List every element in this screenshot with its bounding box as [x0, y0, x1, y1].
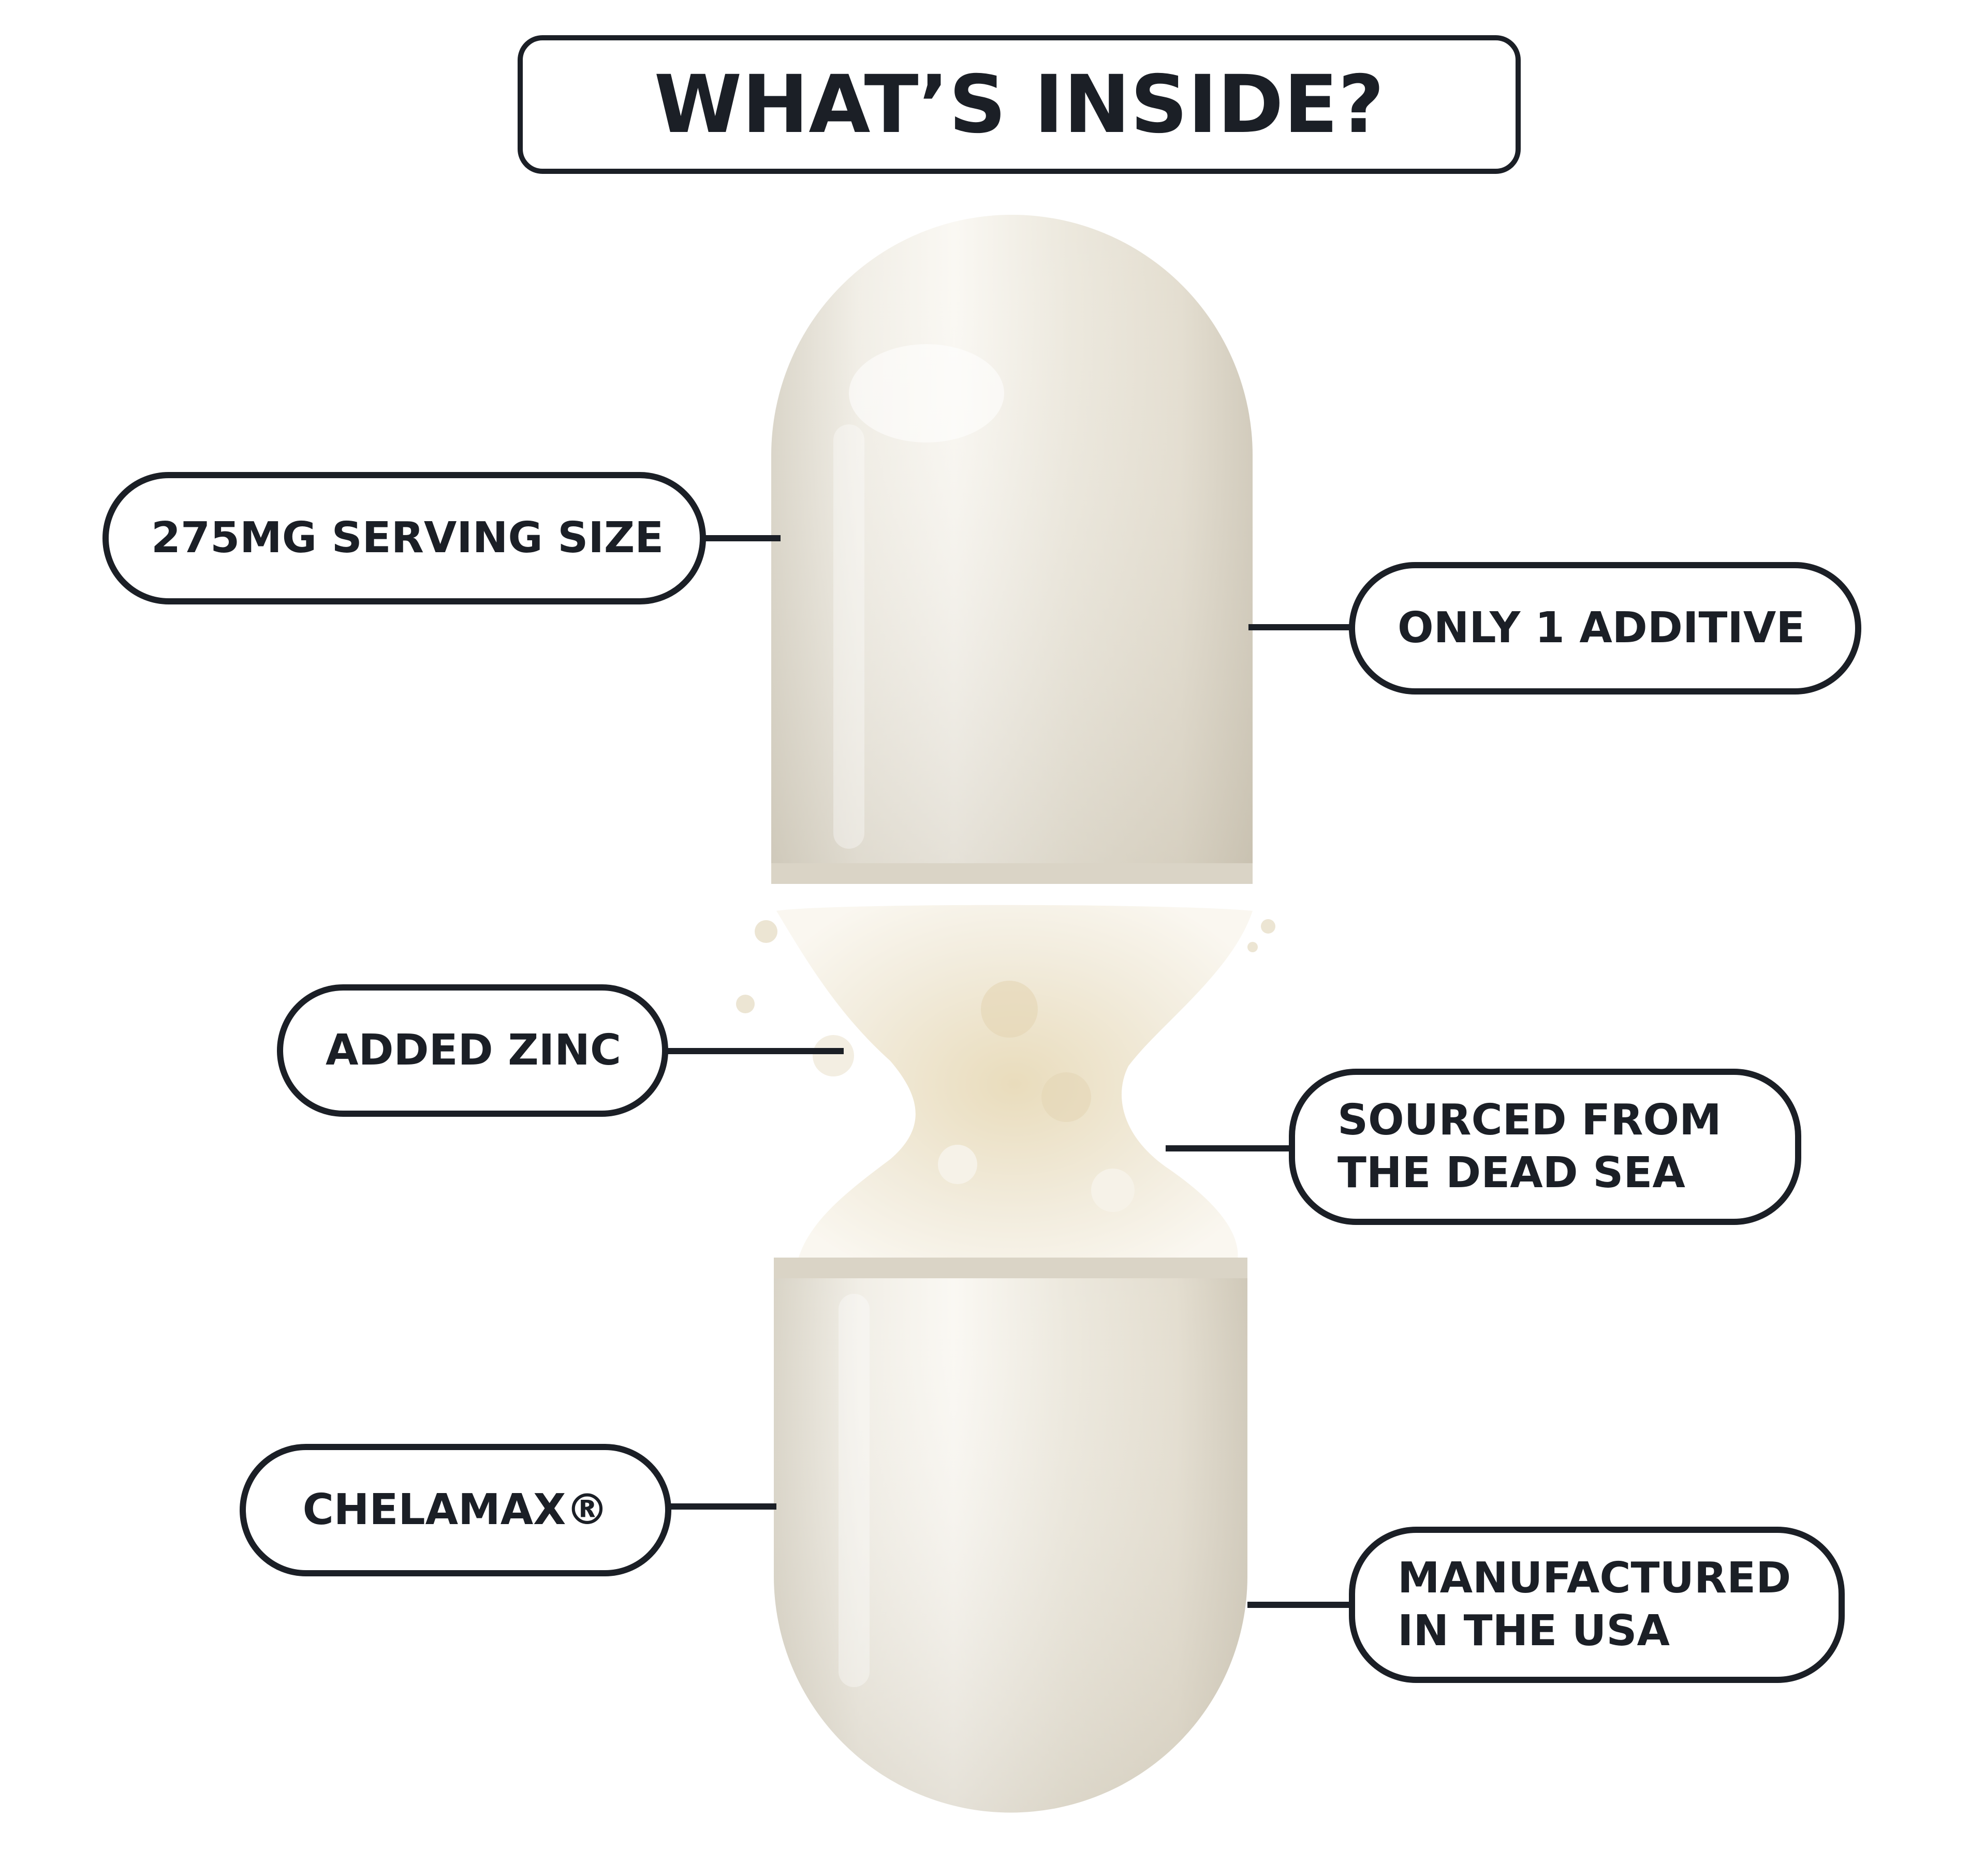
capsule-bottom-half — [774, 1258, 1247, 1813]
connector-manufactured — [1247, 1602, 1356, 1608]
powder-filling — [736, 905, 1275, 1263]
connector-serving-size — [703, 535, 781, 541]
callout-manufactured-label: MANUFACTURED IN THE USA — [1398, 1553, 1791, 1656]
callout-source: SOURCED FROM THE DEAD SEA — [1289, 1069, 1801, 1225]
callout-additive: ONLY 1 ADDITIVE — [1349, 562, 1861, 695]
capsule-top-half — [771, 215, 1253, 884]
callout-chelamax-label: CHELAMAX® — [302, 1485, 609, 1534]
connector-zinc — [665, 1048, 844, 1054]
callout-additive-label: ONLY 1 ADDITIVE — [1398, 603, 1805, 653]
connector-chelamax — [668, 1503, 776, 1510]
callout-zinc-label: ADDED ZINC — [326, 1025, 621, 1075]
callout-serving-size: 275MG SERVING SIZE — [102, 472, 706, 604]
callout-source-label: SOURCED FROM THE DEAD SEA — [1337, 1095, 1722, 1198]
title-box: WHAT’S INSIDE? — [518, 35, 1521, 174]
callout-manufactured: MANUFACTURED IN THE USA — [1349, 1527, 1845, 1683]
callout-zinc: ADDED ZINC — [277, 984, 668, 1117]
page-title: WHAT’S INSIDE? — [654, 58, 1385, 151]
connector-additive — [1248, 624, 1352, 630]
callout-chelamax: CHELAMAX® — [240, 1444, 671, 1576]
connector-source — [1166, 1145, 1294, 1151]
callout-serving-size-label: 275MG SERVING SIZE — [151, 513, 664, 563]
